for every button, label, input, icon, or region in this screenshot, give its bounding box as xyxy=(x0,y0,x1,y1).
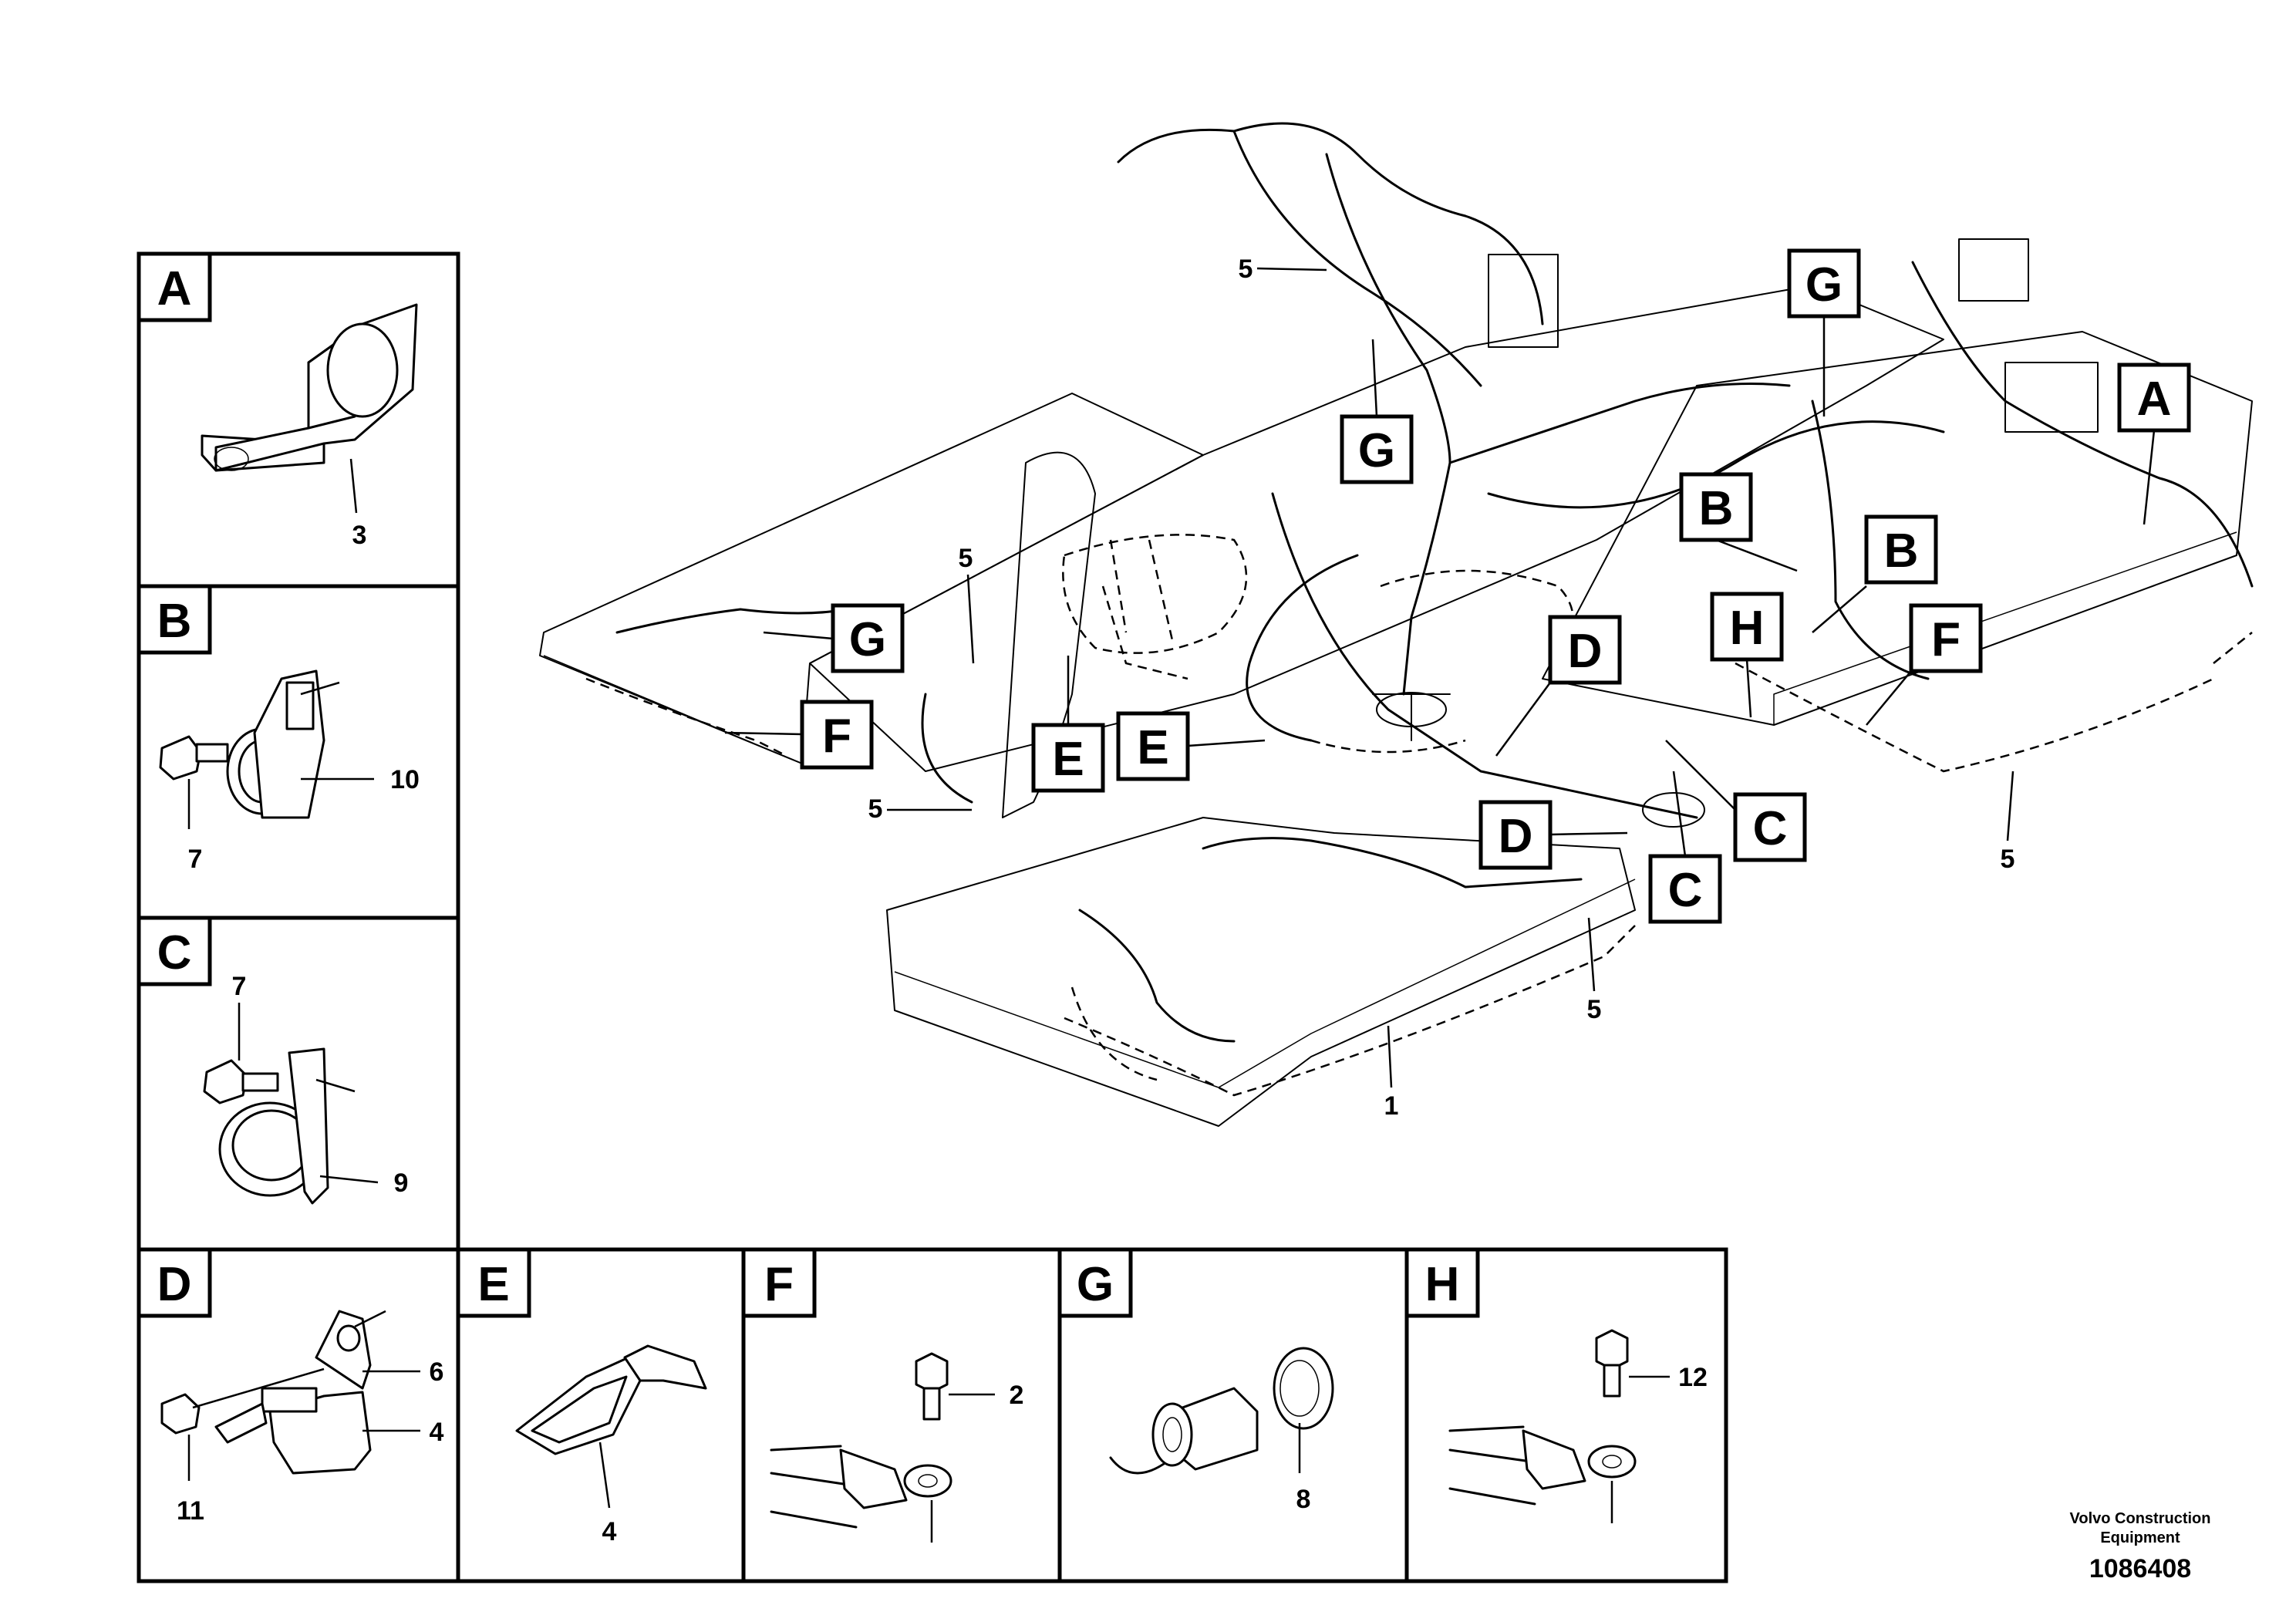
callout-f-1: F xyxy=(1931,613,1961,666)
wiring-harness-drawing xyxy=(585,122,2254,1097)
detail-panel-a: A 3 xyxy=(137,251,460,588)
detail-panel-f: F 2 xyxy=(741,1247,1062,1583)
main-callouts: G G A B B H F G F E xyxy=(724,248,2191,924)
figure-id: 1086408 xyxy=(2089,1554,2191,1583)
callout-g-2: G xyxy=(1805,258,1843,312)
callout-h: H xyxy=(1730,602,1765,655)
callout-c-1: C xyxy=(1753,802,1788,855)
detail-panel-d: D 6 4 11 xyxy=(137,1247,460,1583)
credit-line-2: Equipment xyxy=(2100,1529,2180,1546)
panel-d-part-11: 11 xyxy=(177,1496,204,1526)
hose-clamp-icon xyxy=(203,1047,329,1205)
panel-f-letter: F xyxy=(764,1258,794,1311)
callout-d-1: D xyxy=(1568,625,1603,678)
panel-g-letter: G xyxy=(1077,1258,1114,1311)
bracket-plate-icon xyxy=(201,303,418,472)
panel-e-part-4: 4 xyxy=(602,1517,617,1546)
callout-number-5-lower-left: 5 xyxy=(868,794,883,824)
callout-d-2: D xyxy=(1499,810,1533,863)
detail-panel-g: G 8 xyxy=(1057,1247,1409,1583)
cable-tie-icon xyxy=(515,1344,707,1455)
panel-a-part-3: 3 xyxy=(352,521,367,550)
ground-terminal-icon xyxy=(770,1352,952,1529)
callout-number-5-left: 5 xyxy=(959,544,973,573)
callout-number-5-right: 5 xyxy=(2001,845,2015,874)
detail-panel-h: H 12 xyxy=(1404,1247,1728,1583)
panel-c-part-9: 9 xyxy=(394,1168,409,1198)
panel-h-part-12: 12 xyxy=(1678,1363,1708,1392)
callout-c-2: C xyxy=(1668,864,1703,917)
callout-b-2: B xyxy=(1884,524,1919,578)
panel-d-part-4: 4 xyxy=(430,1418,444,1447)
callout-g-1: G xyxy=(1358,424,1395,477)
ground-terminal-icon xyxy=(1448,1329,1637,1506)
callout-b-1: B xyxy=(1699,482,1734,535)
main-number-callouts: 5 5 5 5 5 1 xyxy=(868,255,2015,1121)
callout-e-1: E xyxy=(1052,733,1084,786)
callout-number-1: 1 xyxy=(1384,1091,1399,1121)
callout-e-2: E xyxy=(1137,721,1168,774)
credit-line-1: Volvo Construction xyxy=(2070,1510,2211,1527)
callout-a: A xyxy=(2137,373,2172,426)
panel-b-part-7: 7 xyxy=(188,845,203,874)
p-clamp-icon xyxy=(159,669,325,819)
panel-d-part-6: 6 xyxy=(430,1357,444,1387)
cable-tie-bracket-icon xyxy=(160,1310,372,1475)
machine-frame-drawing xyxy=(539,238,2253,1127)
callout-g-3: G xyxy=(849,613,886,666)
panel-c-letter: C xyxy=(157,926,192,980)
panel-d-letter: D xyxy=(157,1258,192,1311)
callout-f-2: F xyxy=(822,710,851,763)
panel-b-part-10: 10 xyxy=(390,765,420,794)
callout-number-5-bottom: 5 xyxy=(1587,995,1602,1024)
panel-a-letter: A xyxy=(157,262,192,315)
detail-panel-b: B 10 7 xyxy=(137,584,460,920)
panel-f-part-2: 2 xyxy=(1010,1381,1024,1410)
detail-panel-e: E 4 xyxy=(456,1247,746,1583)
panel-e-letter: E xyxy=(477,1258,509,1311)
connector-plug-icon xyxy=(1109,1347,1334,1475)
callout-number-5-top: 5 xyxy=(1239,255,1253,284)
panel-c-part-7: 7 xyxy=(232,972,247,1001)
panel-h-letter: H xyxy=(1425,1258,1460,1311)
detail-panel-c: C 7 9 xyxy=(137,916,460,1252)
panel-g-part-8: 8 xyxy=(1296,1485,1311,1514)
panel-b-letter: B xyxy=(157,595,192,648)
